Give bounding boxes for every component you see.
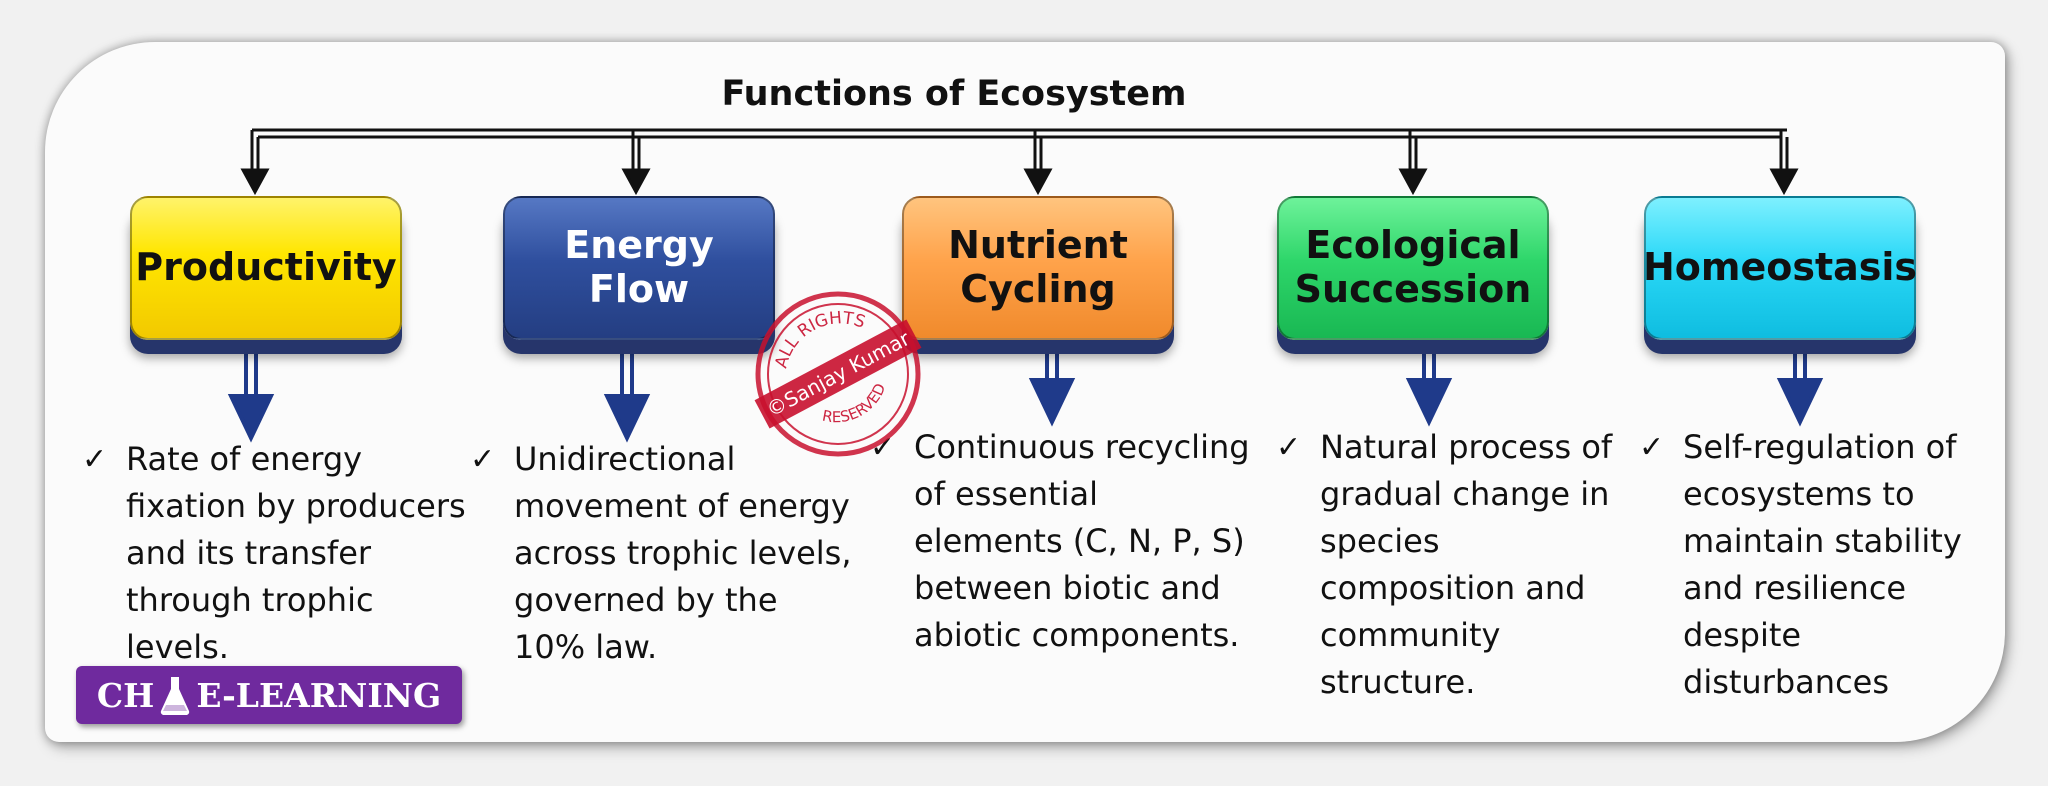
logo-text-right: E-LEARNING [196, 675, 442, 715]
check-icon: ✓ [1276, 430, 1302, 465]
drop-arrows [240, 130, 1799, 196]
check-icon: ✓ [1639, 430, 1665, 465]
ecological-succession-box: Ecological Succession [1277, 196, 1549, 340]
logo-text-left: CH [96, 675, 155, 715]
productivity-text: Rate of energy fixation by producers and… [126, 440, 466, 666]
energy-flow-box: Energy Flow [503, 196, 775, 340]
top-connector [252, 128, 1787, 139]
productivity-heading: Productivity [135, 245, 397, 290]
nutrient-cycling-text: Continuous recycling of essential elemen… [914, 428, 1250, 654]
ecological-succession-heading: Ecological Succession [1294, 223, 1532, 311]
ecological-succession-description: ✓ Natural process of gradual change in s… [1276, 424, 1613, 706]
diagram-panel [45, 42, 2005, 742]
homeostasis-description: ✓ Self-regulation of ecosystems to maint… [1639, 424, 1962, 706]
energy-flow-text: Unidirectional movement of energy across… [514, 440, 852, 666]
homeostasis-text: Self-regulation of ecosystems to maintai… [1683, 428, 1962, 701]
productivity-description: ✓ Rate of energy fixation by producers a… [82, 436, 466, 671]
homeostasis-heading: Homeostasis [1642, 245, 1918, 290]
flask-icon [161, 677, 190, 715]
logo: CH E-LEARNING [76, 666, 462, 724]
page-title: Functions of Ecosystem [721, 74, 1187, 114]
check-icon: ✓ [82, 442, 108, 477]
productivity-box: Productivity [130, 196, 402, 340]
down-arrows [227, 330, 1824, 443]
nutrient-cycling-description: ✓ Continuous recycling of essential elem… [870, 424, 1250, 659]
homeostasis-box: Homeostasis [1642, 196, 1918, 340]
nutrient-cycling-heading: Nutrient Cycling [948, 223, 1128, 311]
energy-flow-description: ✓ Unidirectional movement of energy acro… [470, 436, 852, 671]
copyright-stamp: ©Sanjay Kumar ALL RIGHTS RESERVED [754, 291, 922, 457]
nutrient-cycling-box: Nutrient Cycling [902, 196, 1174, 340]
check-icon: ✓ [470, 442, 496, 477]
ecological-succession-text: Natural process of gradual change in spe… [1320, 428, 1613, 701]
energy-flow-heading: Energy Flow [564, 223, 714, 311]
